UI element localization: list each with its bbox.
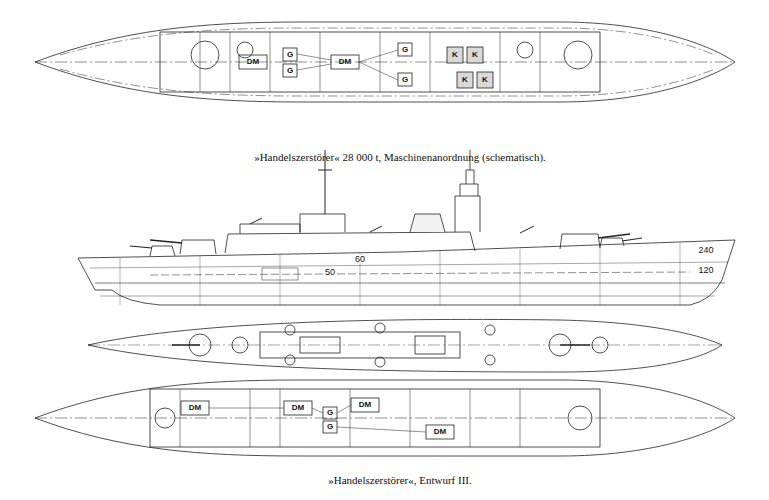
armor-number: 50	[324, 268, 336, 277]
machine-label: G	[402, 76, 408, 84]
machine-label: G	[402, 46, 408, 54]
machine-label: G	[327, 409, 333, 417]
machinery-plan-top	[35, 22, 735, 102]
machine-label: DM	[292, 404, 304, 412]
boiler-label: K	[462, 76, 468, 84]
machinery-plan-bottom	[35, 380, 735, 456]
armor-number: 60	[354, 255, 366, 264]
machine-label: DM	[434, 428, 446, 436]
boiler-label: K	[452, 51, 458, 59]
machine-label: G	[327, 423, 333, 431]
machine-label: DM	[359, 401, 371, 409]
boiler-label: K	[482, 76, 488, 84]
machine-label: G	[287, 51, 293, 59]
machine-label: DM	[247, 58, 259, 66]
ship-profile	[78, 150, 735, 305]
figure-caption: »Handelszerstörer« 28 000 t, Maschinenan…	[254, 152, 546, 163]
deck-plan	[88, 319, 722, 372]
figure-caption: »Handelszerstörer«, Entwurf III.	[328, 475, 472, 486]
machine-label: G	[287, 67, 293, 75]
boiler-label: K	[472, 51, 478, 59]
armor-number: 240	[697, 246, 714, 255]
machine-label: DM	[189, 404, 201, 412]
machine-label: DM	[339, 58, 351, 66]
armor-number: 120	[697, 266, 714, 275]
